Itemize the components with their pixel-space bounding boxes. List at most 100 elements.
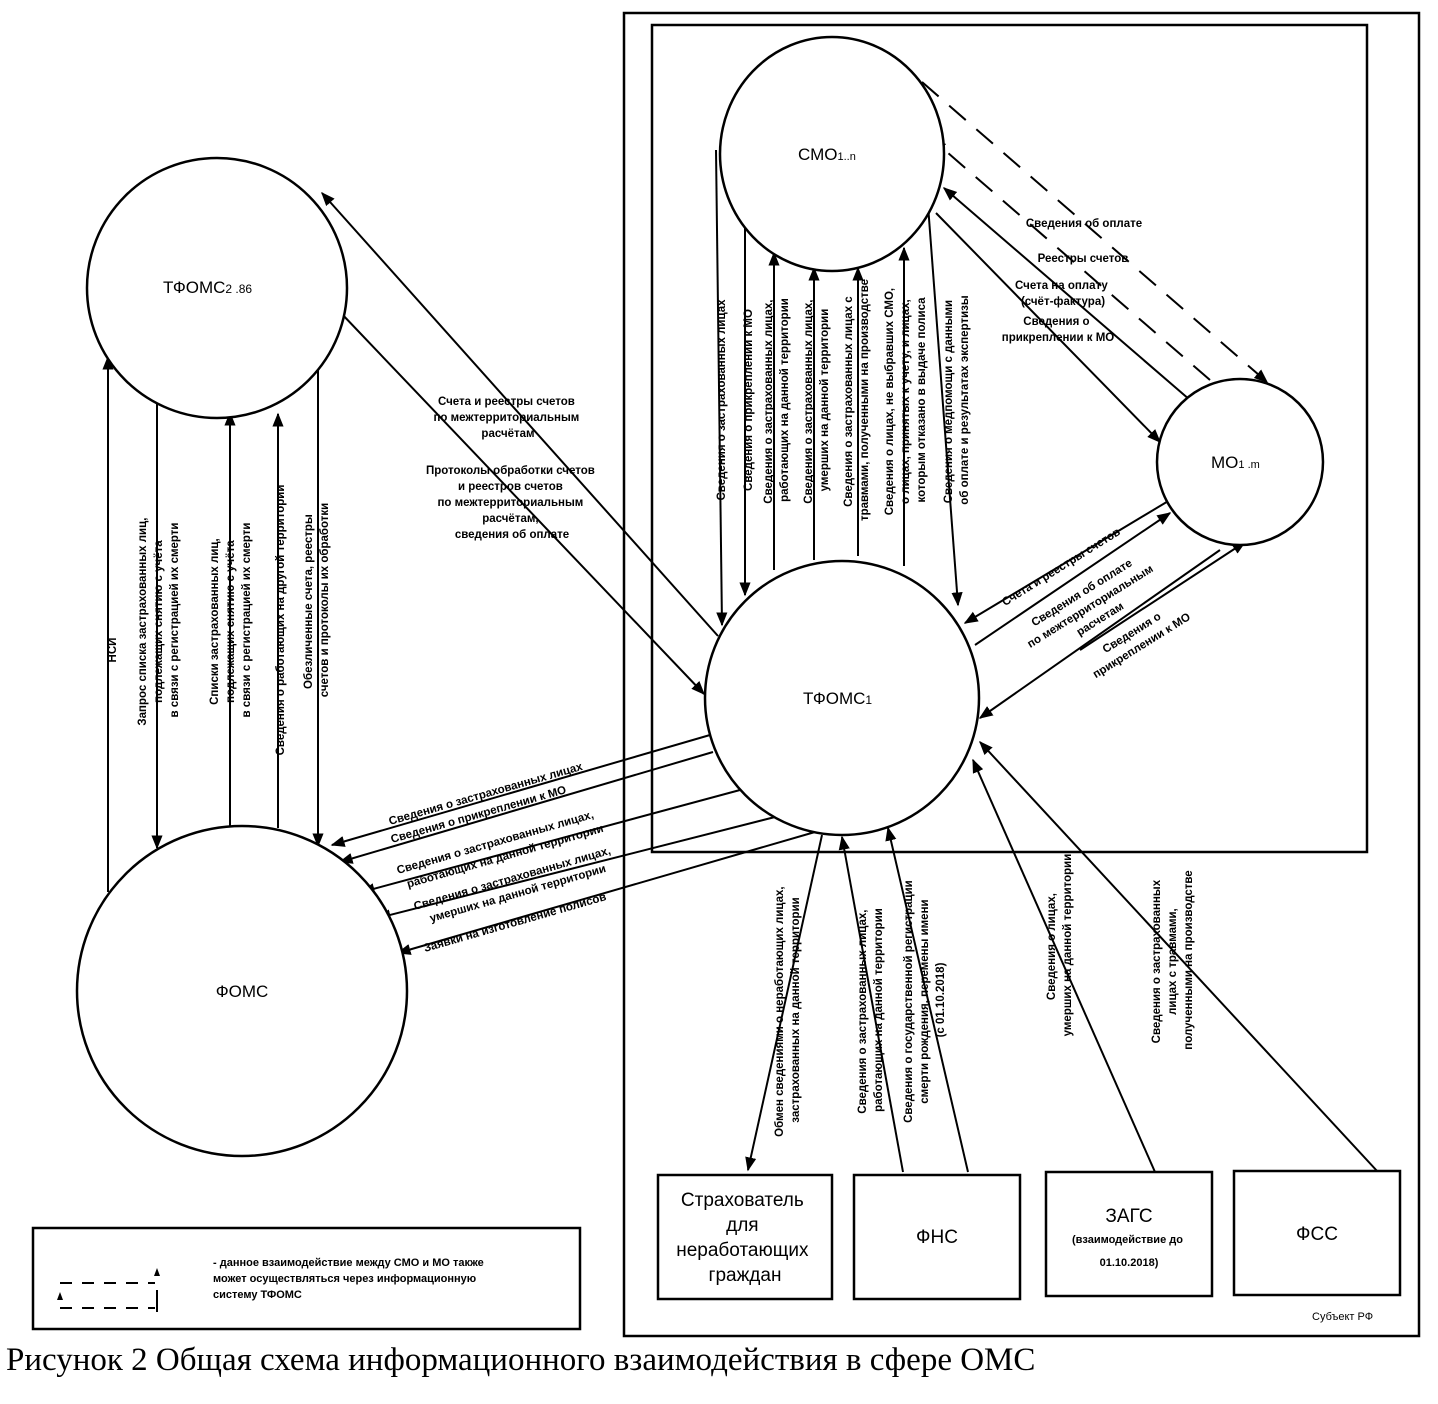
labels-interterritorial: Счета и реестры счетов по межтерриториал… <box>426 396 598 541</box>
label-smo-attachment: Сведения о прикреплении к МО <box>743 309 755 491</box>
link-mo-attachment-out <box>1079 541 1247 651</box>
svg-text:Сведения о государственной рег: Сведения о государственной регистрации с… <box>903 877 947 1123</box>
node-foms: ФОМС <box>75 824 409 1158</box>
link-tfoms1-to-tfoms-other <box>321 191 719 637</box>
svg-text:Сведения о застрахованных лица: Сведения о застрахованных лицах, умерших… <box>803 296 831 503</box>
label-smo-working-line: Сведения о застрахованных лицах, <box>763 300 775 504</box>
label-ext-fns-registry-line: (с 01.10.2018) <box>935 962 947 1037</box>
node-smo: СМО1..n <box>718 35 946 273</box>
link-smo-medical-aid <box>927 204 963 607</box>
label-protocols-line: Протоколы обработки счетов <box>426 465 595 477</box>
link-foms-deceased <box>376 816 776 921</box>
label-request-line: в связи с регистрацией их смерти <box>169 523 181 718</box>
svg-text:Протоколы обработки счетов: Протоколы обработки счетов и реестров сч… <box>426 465 598 541</box>
svg-text:Сведения о прикреплении: Сведения о прикреплении к МО <box>1002 316 1115 344</box>
box-fss-label: ФСС <box>1296 1224 1338 1245</box>
label-request-line: Запрос списка застрахованных лиц, <box>137 518 149 726</box>
svg-text:Списки застрахованных лиц,: Списки застрахованных лиц, подлежащих сн… <box>209 523 253 718</box>
label-smo-unselected-line: которым отказано в выдаче полиса <box>916 297 928 503</box>
label-ext-fss-line: лицах с травмами, <box>1167 908 1179 1015</box>
label-smo-mo-registers: Реестры счетов <box>1038 253 1129 265</box>
legend-text-line: систему ТФОМС <box>213 1289 302 1301</box>
region-frame-subject-rf <box>622 11 1421 1338</box>
region-label: Субъект РФ <box>1312 1311 1373 1323</box>
svg-text:Страхователь для н: Страхователь для неработающих граждан <box>676 1190 814 1286</box>
svg-text:Сведения о застрахованных лица: Сведения о застрахованных лицах с травма… <box>843 279 871 521</box>
label-request-line: подлежащих снятию с учёта <box>153 540 165 703</box>
box-zags-label: ЗАГС <box>1105 1206 1152 1227</box>
label-smo-mo-invoices-line: (счёт-фактура) <box>1021 296 1105 308</box>
node-tfoms-other-sub: 2 .86 <box>225 282 252 296</box>
label-ext-fns-working-line: Сведения о застрахованных лицах, <box>857 910 869 1114</box>
label-smo-injuries-line: Сведения о застрахованных лицах с <box>843 296 855 507</box>
tfoms1-foms-links <box>330 734 816 955</box>
label-protocols-line: по межтерриториальным <box>437 497 583 509</box>
node-tfoms1-name: ТФОМС <box>803 689 865 708</box>
box-insurer-line: граждан <box>709 1265 782 1286</box>
label-ext-fns-registry-line: смерти рождения, перемены имени <box>919 899 931 1103</box>
label-smo-mo-attachment-line: Сведения о <box>1023 316 1089 328</box>
label-smo-working-line: работающих на данной территории <box>779 298 791 502</box>
link-mo-attachment-in <box>978 549 1221 719</box>
link-dash-registers <box>931 139 1211 381</box>
svg-text:Сведения о медпомощи с данными: Сведения о медпомощи с данными об оплате… <box>943 295 971 505</box>
svg-text:Запрос списка застрахованных л: Запрос списка застрахованных лиц, подлеж… <box>137 514 181 725</box>
label-depersonalized-line: Обезличенные счета, реестры <box>303 514 315 689</box>
link-dash-payment <box>921 81 1269 383</box>
legend: - данное взаимодействие между СМО и МО т… <box>31 1226 582 1331</box>
svg-text:Счета и реестры счетов п: Счета и реестры счетов по межтерриториал… <box>433 396 582 440</box>
box-fss: ФСС <box>1232 1169 1402 1297</box>
label-smo-mo-payment: Сведения об оплате <box>1026 218 1142 230</box>
link-foms-working <box>360 789 741 895</box>
inner-frame <box>650 23 1369 854</box>
link-foms-policies <box>396 831 816 955</box>
svg-text:Сведения о лицах, не выбравших: Сведения о лицах, не выбравших СМО, о ли… <box>884 285 928 516</box>
svg-text:Обезличенные счета, реестры: Обезличенные счета, реестры счетов и про… <box>303 503 331 697</box>
legend-box <box>31 1226 582 1331</box>
label-protocols-line: расчётам, <box>482 513 538 525</box>
svg-text:ТФОМС1: ТФОМС1 <box>803 689 872 708</box>
label-ext-fns-working-line: работающих на данной территории <box>873 908 885 1112</box>
svg-text:МО1 .m: МО1 .m <box>1211 453 1260 472</box>
box-insurer: Страхователь для неработающих граждан <box>656 1173 834 1301</box>
link-mo-bills <box>963 499 1171 624</box>
box-insurer-line: для <box>726 1215 758 1236</box>
external-links <box>745 740 1379 1173</box>
link-fns-registry <box>885 826 969 1173</box>
label-bills-line: расчётам <box>481 428 534 440</box>
labels-external: Обмен сведениями о неработающих лицах, з… <box>774 854 1195 1137</box>
node-mo: МО1 .m <box>1155 377 1325 547</box>
node-foms-name: ФОМС <box>216 982 269 1001</box>
svg-text:Сведения о застрахованных лица: Сведения о застрахованных лицах, работаю… <box>857 906 885 1113</box>
box-fns-label: ФНС <box>916 1227 958 1248</box>
label-smo-mo-attachment-line: прикреплении к МО <box>1002 332 1115 344</box>
legend-arrow-up-icon <box>57 1292 63 1300</box>
node-tfoms-other: ТФОМС2 .86 <box>85 156 349 420</box>
label-smo-unselected-line: о лицах, принятых к учету, и лицах, <box>900 299 912 504</box>
link-attachment <box>935 212 1161 444</box>
link-mo-payment <box>974 512 1172 646</box>
box-zags-note: 01.10.2018) <box>1100 1257 1159 1269</box>
box-fns: ФНС <box>852 1173 1022 1301</box>
label-smo-unselected-line: Сведения о лицах, не выбравших СМО, <box>884 288 896 515</box>
label-smo-deceased-line: Сведения о застрахованных лицах, <box>803 300 815 504</box>
label-bills-line: Счета и реестры счетов <box>438 396 575 408</box>
link-tfoms-other-to-tfoms1 <box>339 311 705 696</box>
label-smo-medical-aid-line: Сведения о медпомощи с данными <box>943 300 955 503</box>
label-lists-line: Списки застрахованных лиц, <box>209 538 221 705</box>
label-bills-line: по межтерриториальным <box>433 412 579 424</box>
label-depersonalized-line: счетов и протоколы их обработки <box>319 503 331 697</box>
svg-text:- данное взаимодействие между: - данное взаимодействие между СМО и МО т… <box>213 1257 487 1301</box>
node-tfoms1-sub: 1 <box>865 693 872 707</box>
labels-foms-tfoms-other: НСИ Запрос списка застрахованных лиц, по… <box>107 485 331 756</box>
label-smo-deceased-line: умерших на данной территории <box>819 309 831 492</box>
label-ext-insurer-line: застрахованных на данной территории <box>790 897 802 1122</box>
link-fns-working <box>838 835 904 1173</box>
label-smo-medical-aid-line: об оплате и результатах экспертизы <box>959 295 971 505</box>
label-lists-line: в связи с регистрацией их смерти <box>241 523 253 718</box>
legend-text-line: - данное взаимодействие между СМО и МО т… <box>213 1257 484 1269</box>
label-nsi: НСИ <box>107 638 119 663</box>
link-insurer <box>745 834 823 1172</box>
smo-mo-links <box>921 81 1269 444</box>
node-tfoms-other-name: ТФОМС <box>163 278 225 297</box>
